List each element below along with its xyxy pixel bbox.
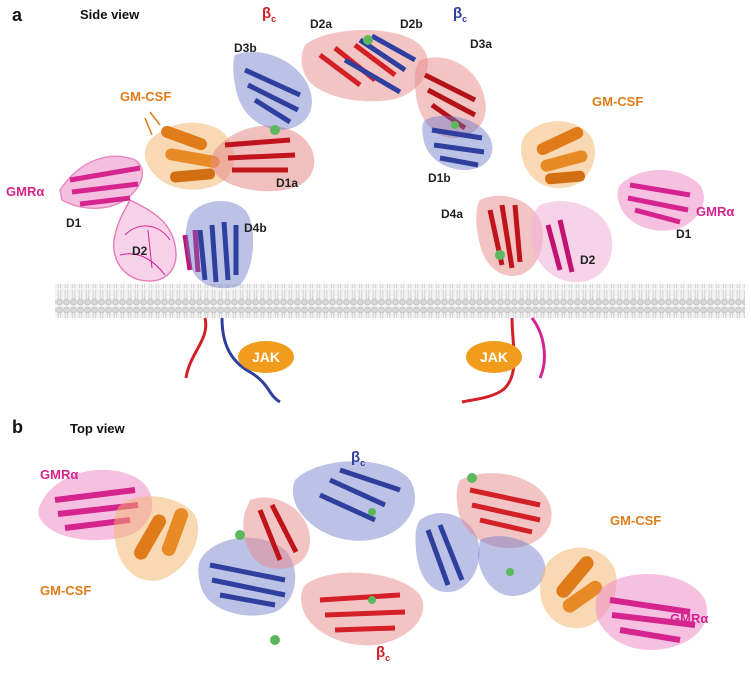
beta-c-left-arm (185, 51, 315, 289)
gmr-alpha-label-right-a: GMRα (696, 204, 735, 219)
tail-pink-right (530, 317, 546, 379)
jak-right: JAK (466, 341, 522, 373)
gmr-alpha-label-right-b: GMRα (670, 611, 709, 626)
label-d4b: D4b (244, 221, 267, 235)
label-d2-left: D2 (132, 244, 148, 258)
tail-red-left (184, 317, 208, 379)
beta-c-right-arm (414, 57, 544, 276)
label-d1-right: D1 (676, 227, 692, 241)
label-d4a: D4a (441, 207, 464, 221)
panel-b-letter: b (12, 417, 23, 437)
beta-c-label-blue-a: βc (453, 5, 468, 24)
gm-csf-label-left-b: GM-CSF (40, 583, 92, 598)
membrane (55, 284, 745, 318)
label-d1-left: D1 (66, 216, 82, 230)
tail-blue-left (220, 317, 281, 404)
gm-csf-label-right-b: GM-CSF (610, 513, 662, 528)
gmr-alpha-label-left-a: GMRα (6, 184, 45, 199)
label-d1b: D1b (428, 171, 451, 185)
tail-red-right (461, 317, 516, 404)
top-gmr-alpha-right (595, 573, 708, 650)
beta-c-label-red-a: βc (262, 5, 277, 24)
label-d3a: D3a (470, 37, 493, 51)
gm-csf-left (144, 111, 235, 190)
label-d2a: D2a (310, 17, 333, 31)
gmr-alpha-right (531, 170, 704, 283)
beta-c-top-dimer (301, 30, 429, 102)
jak-left: JAK (238, 341, 294, 373)
label-d3b: D3b (234, 41, 257, 55)
gmr-alpha-label-left-b: GMRα (40, 467, 79, 482)
panel-a-letter: a (12, 5, 23, 25)
panel-a-title: Side view (80, 7, 140, 22)
gm-csf-label-right-a: GM-CSF (592, 94, 644, 109)
label-d2-right: D2 (580, 253, 596, 267)
top-beta-c-core (198, 461, 552, 646)
panel-b-title: Top view (70, 421, 125, 436)
beta-c-label-red-b: βc (376, 644, 391, 663)
gm-csf-label-left-a: GM-CSF (120, 89, 172, 104)
gm-csf-right (521, 121, 595, 189)
top-gm-csf-left (114, 496, 199, 581)
label-d1a: D1a (276, 176, 299, 190)
beta-c-label-blue-b: βc (351, 449, 366, 468)
label-d2b: D2b (400, 17, 423, 31)
gmr-alpha-left (59, 155, 201, 282)
